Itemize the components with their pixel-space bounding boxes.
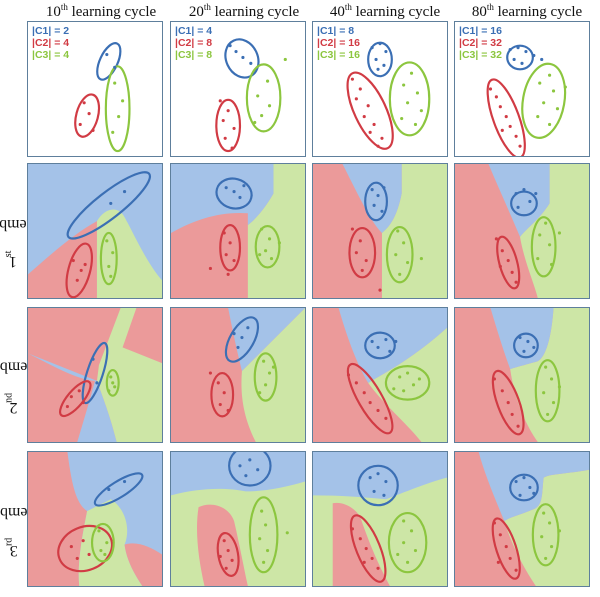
panel-member3-cycle-20 [170, 451, 306, 587]
legend-c3: |C3| = 4 [32, 49, 70, 61]
legend: |C1| = 2 |C2| = 4 |C3| = 4 [32, 25, 69, 61]
panel-data-cycle-10: |C1| = 2 |C2| = 4 |C3| = 4 [27, 21, 163, 157]
panel-member2-cycle-40 [312, 307, 448, 443]
column-title-10: 10th learning cycle [45, 2, 157, 20]
panel-member2-cycle-20 [170, 307, 306, 443]
panel-member3-cycle-40 [312, 451, 448, 587]
panel-member3-cycle-10 [27, 451, 163, 587]
legend-c2: |C2| = 4 [32, 37, 70, 49]
panel-data-cycle-20: |C1| = 4 |C2| = 8 |C3| = 8 [170, 21, 306, 157]
panel-member2-cycle-80 [454, 307, 590, 443]
row-title-1st-member: 1st member [0, 216, 40, 271]
legend: |C1| = 4 |C2| = 8 |C3| = 8 [175, 25, 212, 61]
panel-member2-cycle-10 [27, 307, 163, 443]
panel-member3-cycle-80 [454, 451, 590, 587]
column-title-40: 40th learning cycle [329, 2, 441, 20]
legend-c1: |C1| = 16 [459, 25, 502, 37]
panel-member1-cycle-10 [27, 163, 163, 299]
panel-data-cycle-80: |C1| = 16 |C2| = 32 |C3| = 32 [454, 21, 590, 157]
panel-member1-cycle-40 [312, 163, 448, 299]
legend: |C1| = 16 |C2| = 32 |C3| = 32 [459, 25, 502, 61]
column-title-20: 20th learning cycle [188, 2, 300, 20]
legend-c3: |C3| = 16 [317, 49, 360, 61]
legend-c2: |C2| = 16 [317, 37, 360, 49]
legend-c2: |C2| = 32 [459, 37, 502, 49]
panel-member1-cycle-20 [170, 163, 306, 299]
legend-c3: |C3| = 8 [175, 49, 213, 61]
panel-data-cycle-40: |C1| = 8 |C2| = 16 |C3| = 16 [312, 21, 448, 157]
legend-c1: |C1| = 8 [317, 25, 355, 37]
legend-c1: |C1| = 4 [175, 25, 213, 37]
legend-c2: |C2| = 8 [175, 37, 213, 49]
row-title-2nd-member: 2nd member [0, 358, 40, 417]
row-title-3rd-member: 3rd member [0, 503, 40, 560]
column-title-80: 80th learning cycle [471, 2, 583, 20]
legend: |C1| = 8 |C2| = 16 |C3| = 16 [317, 25, 360, 61]
panel-member1-cycle-80 [454, 163, 590, 299]
legend-c3: |C3| = 32 [459, 49, 502, 61]
legend-c1: |C1| = 2 [32, 25, 70, 37]
